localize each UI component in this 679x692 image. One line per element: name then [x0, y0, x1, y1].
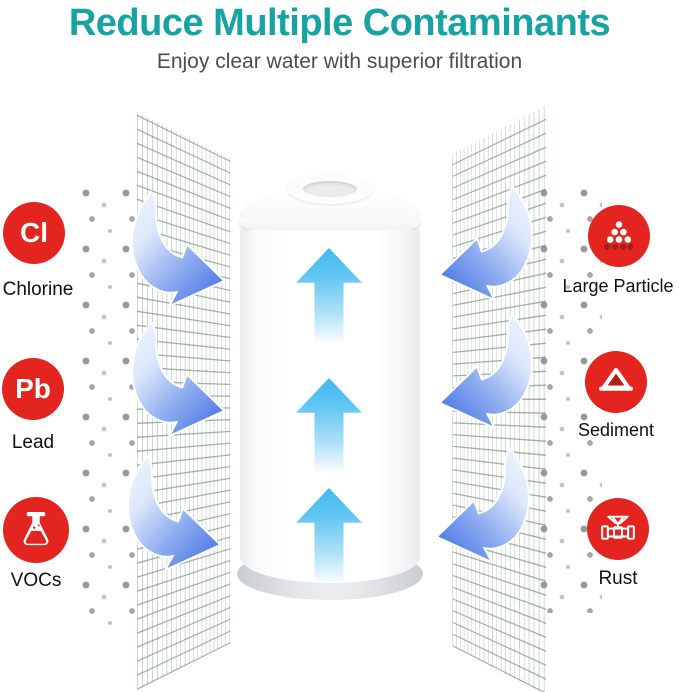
label-sediment: Sediment — [577, 420, 655, 440]
flow-arrow-left-top — [116, 188, 228, 314]
sediment-icon — [598, 367, 634, 391]
badge-vocs — [3, 497, 69, 563]
contaminant-dots-left — [78, 183, 142, 631]
chlorine-symbol: Cl — [20, 217, 48, 248]
valve-icon — [601, 515, 635, 540]
flow-arrow-left-bottom — [112, 452, 224, 578]
particles-icon — [604, 221, 634, 251]
label-lead: Lead — [11, 432, 55, 453]
cartridge-opening — [287, 174, 373, 204]
label-chlorine: Chlorine — [2, 279, 74, 300]
badge-chlorine: Cl — [3, 202, 65, 264]
page-title: Reduce Multiple Contaminants — [68, 2, 611, 44]
flask-icon — [23, 512, 49, 546]
lead-symbol: Pb — [15, 373, 51, 404]
flow-arrow-left-middle — [116, 318, 228, 444]
label-large-particle: Large Particle — [562, 276, 674, 296]
filter-cartridge — [237, 170, 423, 615]
badge-lead: Pb — [2, 358, 64, 420]
label-vocs: VOCs — [10, 570, 62, 591]
cartridge-opening-hole — [303, 181, 357, 197]
badge-sediment — [585, 351, 647, 413]
page-subtitle: Enjoy clear water with superior filtrati… — [156, 50, 523, 73]
flow-arrow-right-middle — [436, 310, 548, 436]
flow-arrow-right-top — [436, 182, 548, 308]
label-rust: Rust — [598, 568, 638, 589]
flow-arrow-right-bottom — [433, 444, 545, 570]
badge-large-particle — [588, 205, 650, 267]
badge-rust — [587, 498, 649, 560]
